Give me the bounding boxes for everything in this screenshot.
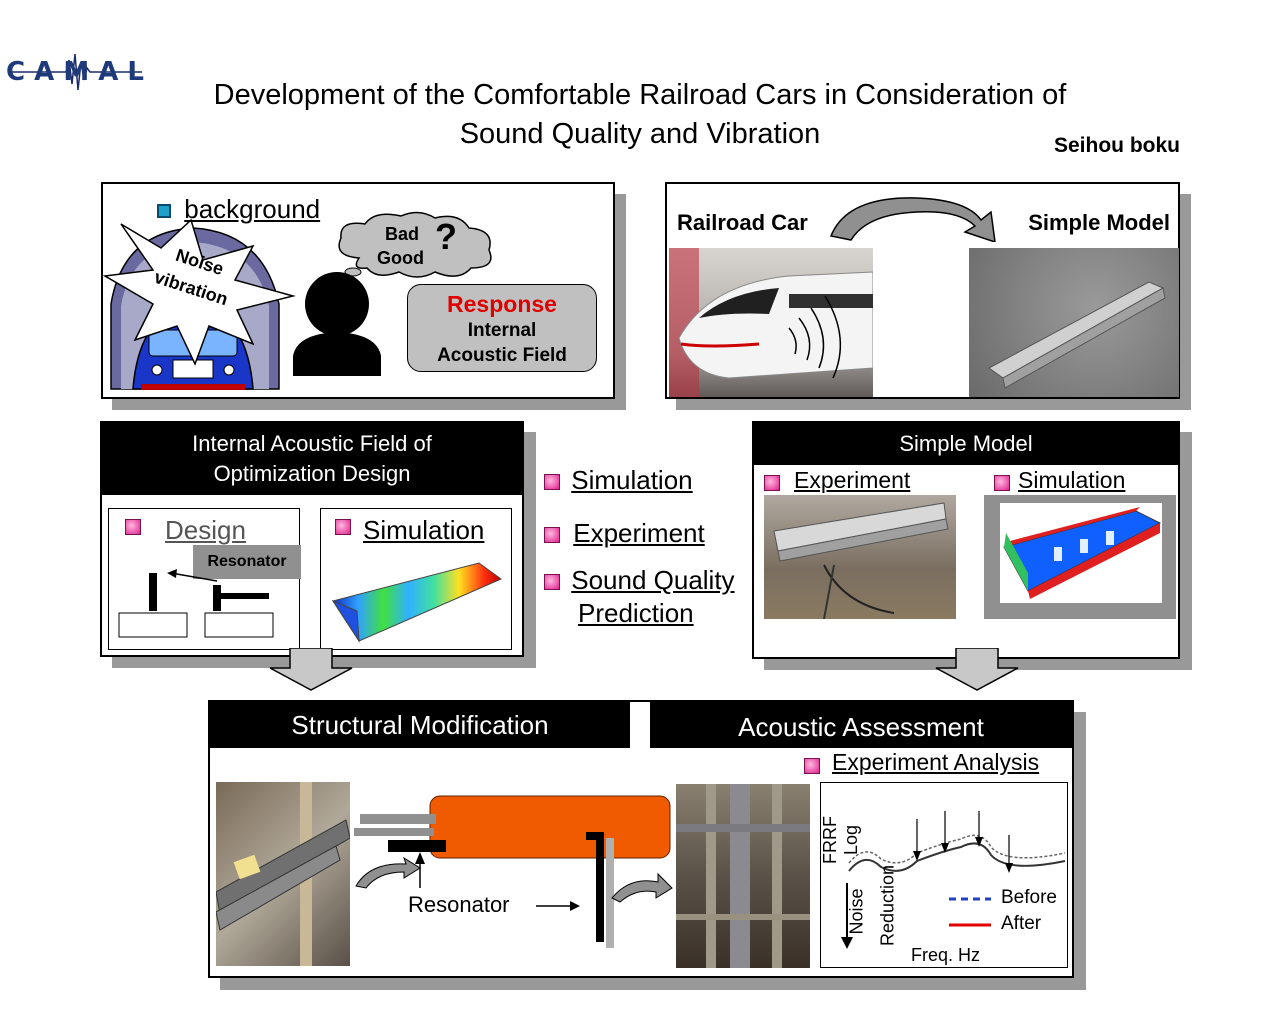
response-acoustic-field-label: Acoustic Field <box>437 345 567 366</box>
simple-model-title-bar: Simple Model <box>754 423 1178 465</box>
cloud-good-label: Good <box>377 248 424 268</box>
experiment-label: Experiment <box>794 467 911 493</box>
resonator-label: Resonator <box>408 892 510 917</box>
pipe-installation-photo <box>216 782 350 966</box>
title-line-2: Sound Quality and Vibration <box>459 118 821 150</box>
middle-list-item-experiment: Experiment <box>544 518 705 549</box>
middle-list-simulation-text: Simulation <box>571 465 693 495</box>
middle-list-item-simulation: Simulation <box>544 465 693 496</box>
graph-noise-label: Noise <box>846 888 867 935</box>
optimization-title-line-2: Optimization Design <box>213 461 411 486</box>
down-arrow-icon <box>269 648 353 691</box>
train-photo <box>669 248 873 397</box>
pink-square-bullet-icon <box>764 475 780 491</box>
author-name: Seihou boku <box>1054 134 1180 157</box>
pink-square-bullet-icon <box>804 758 820 774</box>
cloud-bad-label: Bad <box>385 224 420 244</box>
simulation-label: Simulation <box>1018 467 1126 493</box>
fem-simulation-image <box>984 495 1176 619</box>
resonator-tube-diagram <box>354 795 673 948</box>
question-mark-icon: ? <box>435 216 457 257</box>
background-heading: background <box>157 194 320 225</box>
resonator-tag: Resonator <box>193 545 301 579</box>
curved-arrow-icon <box>829 197 996 242</box>
simple-model-photo <box>969 248 1179 397</box>
graph-xlabel: Freq. Hz <box>911 945 981 965</box>
response-internal-label: Internal <box>467 320 537 341</box>
structural-modification-title-bar: Structural Modification <box>210 702 630 748</box>
simulation-box: Simulation <box>320 508 512 650</box>
resonator-design-sketch <box>118 569 274 638</box>
design-box: Design Resonator <box>108 508 301 650</box>
pink-square-bullet-icon <box>994 475 1010 491</box>
pink-square-bullet-icon <box>335 519 351 535</box>
down-arrow-icon <box>935 648 1019 691</box>
thought-cloud-icon <box>337 211 492 282</box>
title-line-1: Development of the Comfortable Railroad … <box>213 79 1067 111</box>
middle-list-prediction-text: Prediction <box>578 598 694 628</box>
response-box: Response Internal Acoustic Field <box>407 284 597 372</box>
optimization-design-panel: Internal Acoustic Field of Optimization … <box>100 421 524 657</box>
frf-graph: FRRF Log Noise Reduction Before After Fr… <box>820 782 1068 968</box>
acoustic-assessment-title-bar: Acoustic Assessment <box>650 702 1072 748</box>
model-transition-panel: Railroad Car Simple Model <box>665 182 1180 399</box>
teal-square-bullet-icon <box>157 204 171 219</box>
simple-model-label: Simple Model <box>1028 210 1170 235</box>
legend-before: Before <box>1001 887 1057 908</box>
pink-square-bullet-icon <box>544 474 560 491</box>
experiment-photo <box>764 495 956 619</box>
middle-list-experiment-text: Experiment <box>573 518 705 548</box>
pink-square-bullet-icon <box>125 519 141 535</box>
experiment-analysis-label: Experiment Analysis <box>832 749 1040 775</box>
optimization-title-line-1: Internal Acoustic Field of <box>192 431 432 456</box>
design-label: Design <box>165 515 246 545</box>
pink-square-bullet-icon <box>544 527 560 544</box>
bottom-modification-panel: Structural Modification Acoustic Assessm… <box>208 700 1074 978</box>
middle-list-sound-quality-text: Sound Quality <box>571 565 735 595</box>
graph-reduction-label: Reduction <box>877 864 898 947</box>
acoustic-simulation-image <box>331 562 502 643</box>
pink-square-bullet-icon <box>544 574 560 591</box>
pipe-frame-photo <box>676 784 810 968</box>
simulation-label: Simulation <box>363 515 485 545</box>
person-silhouette-icon <box>293 272 381 376</box>
optimization-title-bar: Internal Acoustic Field of Optimization … <box>102 423 522 495</box>
camal-logo: CAMAL <box>6 50 146 94</box>
background-panel: Noise vibration background Bad Good ? Re… <box>101 182 615 399</box>
page-title: Development of the Comfortable Railroad … <box>150 76 1130 154</box>
graph-ylabel: FRRF Log <box>820 816 861 864</box>
middle-list-item-sound-quality: Sound Quality <box>544 565 735 596</box>
response-title: Response <box>447 291 557 317</box>
tunnel-train-illustration <box>103 218 296 390</box>
railroad-car-label: Railroad Car <box>677 210 808 235</box>
legend-after: After <box>1001 913 1042 934</box>
simple-model-panel: Simple Model Experiment Simulation <box>752 421 1180 659</box>
background-heading-text: background <box>184 194 321 224</box>
